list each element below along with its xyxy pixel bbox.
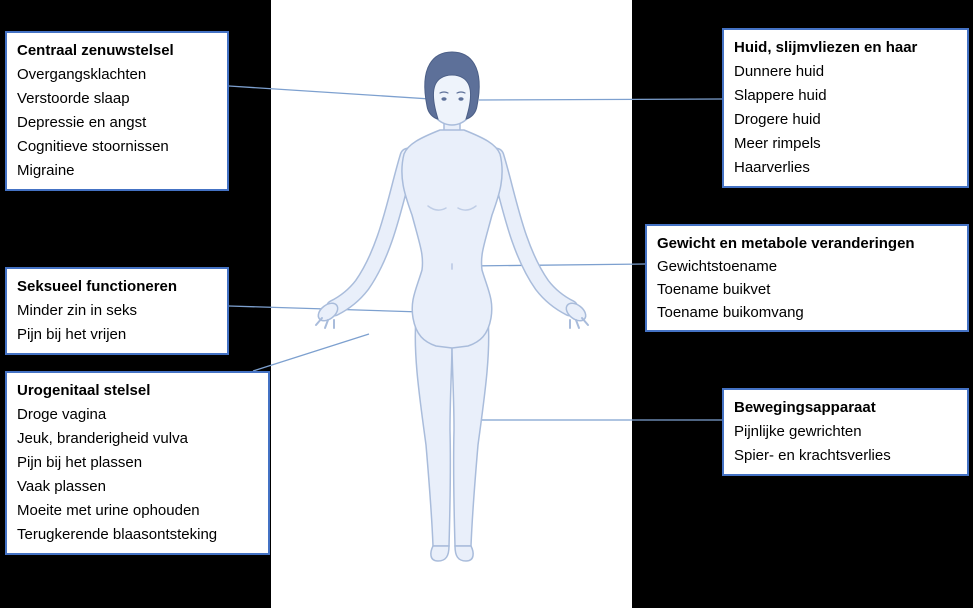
box-item: Spier- en krachtsverlies [734, 447, 891, 464]
female-body-figure [315, 51, 589, 562]
connector-line-centraal-zenuwstelsel [228, 85, 447, 101]
body-face [439, 91, 466, 101]
label-box-gewicht-en-metabole-veranderingen: Gewicht en metabole veranderingen Gewich… [645, 224, 969, 332]
label-box-centraal-zenuwstelsel: Centraal zenuwstelsel Overgangsklachten … [5, 31, 229, 191]
box-title: Urogenitaal stelsel [17, 382, 151, 399]
box-item: Jeuk, branderigheid vulva [17, 430, 188, 447]
body-leg-right [451, 317, 490, 547]
body-arm-right [489, 149, 577, 315]
label-box-bewegingsapparaat: Bewegingsapparaat Pijnlijke gewrichten S… [722, 388, 969, 476]
box-item: Depressie en angst [17, 114, 147, 131]
box-item: Drogere huid [734, 111, 821, 128]
box-title: Gewicht en metabole veranderingen [657, 235, 915, 252]
box-item: Meer rimpels [734, 135, 821, 152]
box-item: Minder zin in seks [17, 302, 138, 319]
box-item: Terugkerende blaasontsteking [17, 526, 218, 543]
box-item: Pijnlijke gewrichten [734, 423, 862, 440]
box-item: Toename buikomvang [657, 304, 804, 321]
box-item: Vaak plassen [17, 478, 106, 495]
box-item: Slappere huid [734, 87, 827, 104]
body-hand-left [315, 302, 339, 329]
body-foot-left [430, 545, 450, 562]
box-item: Haarverlies [734, 159, 810, 176]
body-torso [401, 129, 503, 349]
body-arm-left [327, 149, 415, 315]
box-item: Verstoorde slaap [17, 90, 130, 107]
box-item: Toename buikvet [657, 281, 771, 298]
box-item: Pijn bij het vrijen [17, 326, 127, 343]
body-hand-right [565, 302, 589, 329]
label-box-huid-slijmvliezen-en-haar: Huid, slijmvliezen en haar Dunnere huid … [722, 28, 969, 188]
box-title: Huid, slijmvliezen en haar [734, 39, 918, 56]
box-item: Migraine [17, 162, 75, 179]
label-box-urogenitaal-stelsel: Urogenitaal stelsel Droge vagina Jeuk, b… [5, 371, 270, 555]
body-chest-lines [427, 205, 477, 211]
connector-line-huid [478, 98, 723, 101]
box-item: Overgangsklachten [17, 66, 147, 83]
box-item: Pijn bij het plassen [17, 454, 143, 471]
box-item: Cognitieve stoornissen [17, 138, 169, 155]
label-box-seksueel-functioneren: Seksueel functioneren Minder zin in seks… [5, 267, 229, 355]
connector-line-urogenitaal [252, 333, 370, 372]
box-item: Dunnere huid [734, 63, 825, 80]
box-item: Moeite met urine ophouden [17, 502, 200, 519]
connector-line-gewicht [467, 263, 646, 267]
body-hair [424, 51, 480, 120]
box-item: Gewichtstoename [657, 258, 778, 275]
box-title: Centraal zenuwstelsel [17, 42, 174, 59]
body-foot-right [454, 545, 474, 562]
box-title: Bewegingsapparaat [734, 399, 876, 416]
box-title: Seksueel functioneren [17, 278, 178, 295]
box-item: Droge vagina [17, 406, 107, 423]
body-leg-left [414, 317, 453, 547]
